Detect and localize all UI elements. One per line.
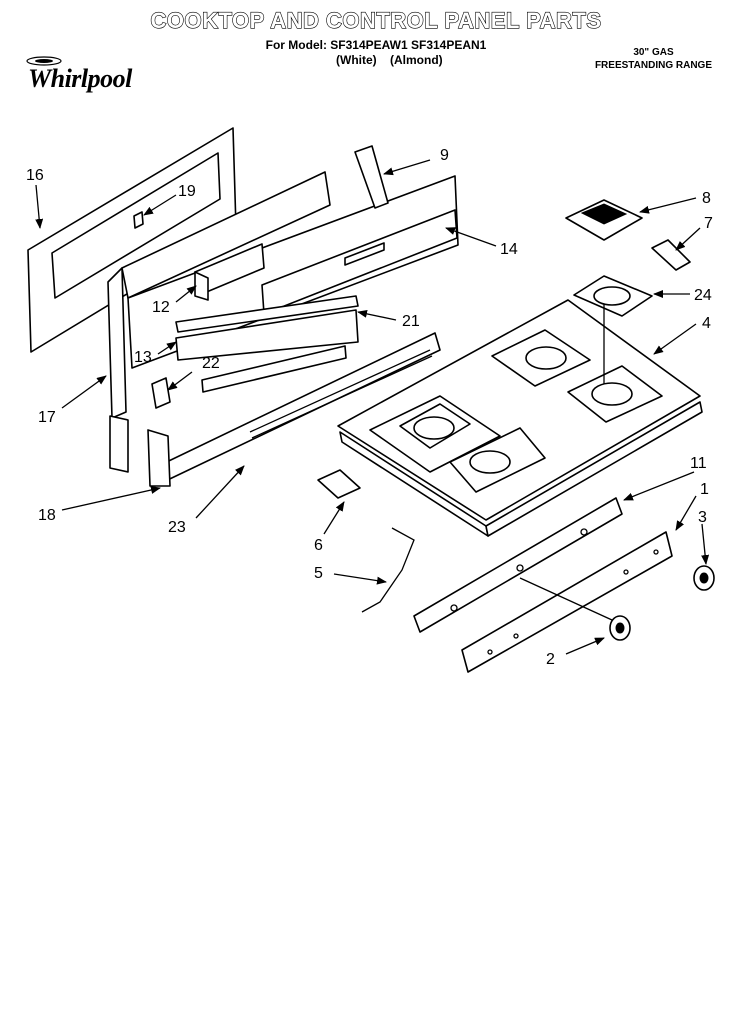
callout-3: 3	[698, 509, 707, 526]
range-type-line1: 30" GAS	[633, 47, 674, 58]
part-21-strip	[175, 295, 359, 361]
part-17-side-panel	[107, 171, 331, 473]
callout-23: 23	[168, 519, 186, 536]
callout-8: 8	[702, 190, 711, 207]
part-19-clip	[133, 211, 144, 229]
callout-9: 9	[440, 147, 449, 164]
range-type: 30" GAS FREESTANDING RANGE	[595, 46, 712, 72]
part-4-cooktop	[337, 299, 703, 537]
callout-18: 18	[38, 507, 56, 524]
part-8-grate	[565, 199, 643, 241]
part-5-rod	[361, 527, 415, 613]
part-13-strip	[201, 345, 347, 393]
callout-11: 11	[690, 455, 707, 472]
callout-2: 2	[546, 651, 555, 668]
callout-21: 21	[402, 313, 420, 330]
callout-17: 17	[38, 409, 56, 426]
part-23-vent-trim	[147, 332, 441, 487]
part-2-knob	[609, 615, 631, 641]
callout-7: 7	[704, 215, 713, 232]
callout-12: 12	[152, 299, 170, 316]
callout-16: 16	[26, 167, 44, 184]
part-9-bracket	[354, 145, 389, 209]
range-type-line2: FREESTANDING RANGE	[594, 60, 712, 71]
callout-22: 22	[202, 355, 220, 372]
part-7-clip	[651, 239, 691, 271]
part-22-bracket	[151, 377, 171, 409]
callout-4: 4	[702, 315, 711, 332]
part-3-knob	[693, 565, 715, 591]
callout-19: 19	[178, 183, 196, 200]
callout-6: 6	[314, 537, 323, 554]
model-line: For Model: SF314PEAW1 SF314PEAN1	[265, 38, 487, 52]
callout-5: 5	[314, 565, 323, 582]
callout-1: 1	[700, 481, 709, 498]
callout-14: 14	[500, 241, 518, 258]
leader-lines	[35, 159, 710, 655]
callout-24: 24	[694, 287, 712, 304]
part-24-burner-base	[573, 275, 653, 317]
part-6-hinge	[317, 469, 361, 499]
finish-line: (White) (Almond)	[336, 53, 443, 67]
part-1-manifold	[461, 531, 673, 673]
brand-logo-icon	[26, 56, 62, 66]
brand-logo: Whirlpool	[28, 64, 132, 93]
page-title: COOKTOP AND CONTROL PANEL PARTS	[150, 7, 602, 33]
part-11-front-rail	[413, 497, 623, 633]
callout-13: 13	[134, 349, 152, 366]
